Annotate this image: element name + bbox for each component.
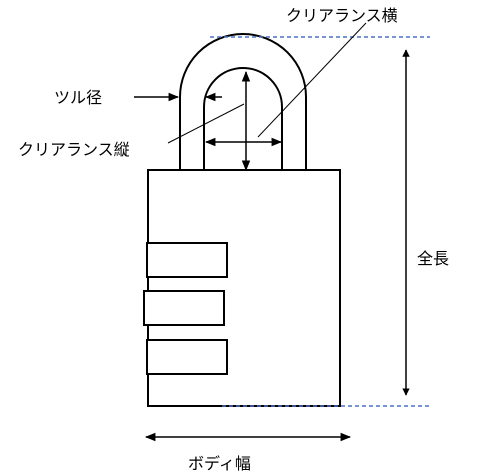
shackle-outer xyxy=(179,33,307,170)
shackle-diameter-label: ツル径 xyxy=(54,88,102,107)
clearance-width-label: クリアランス横 xyxy=(286,6,398,25)
dial-3 xyxy=(146,339,228,375)
clearance-height-leader xyxy=(167,103,245,144)
body-width-label: ボディ幅 xyxy=(188,454,251,473)
clearance-height-label: クリアランス縦 xyxy=(18,140,130,159)
dial-2 xyxy=(143,290,225,326)
dial-1 xyxy=(146,242,228,278)
total-length-label: 全長 xyxy=(417,249,449,268)
clearance-width-leader xyxy=(257,22,367,138)
